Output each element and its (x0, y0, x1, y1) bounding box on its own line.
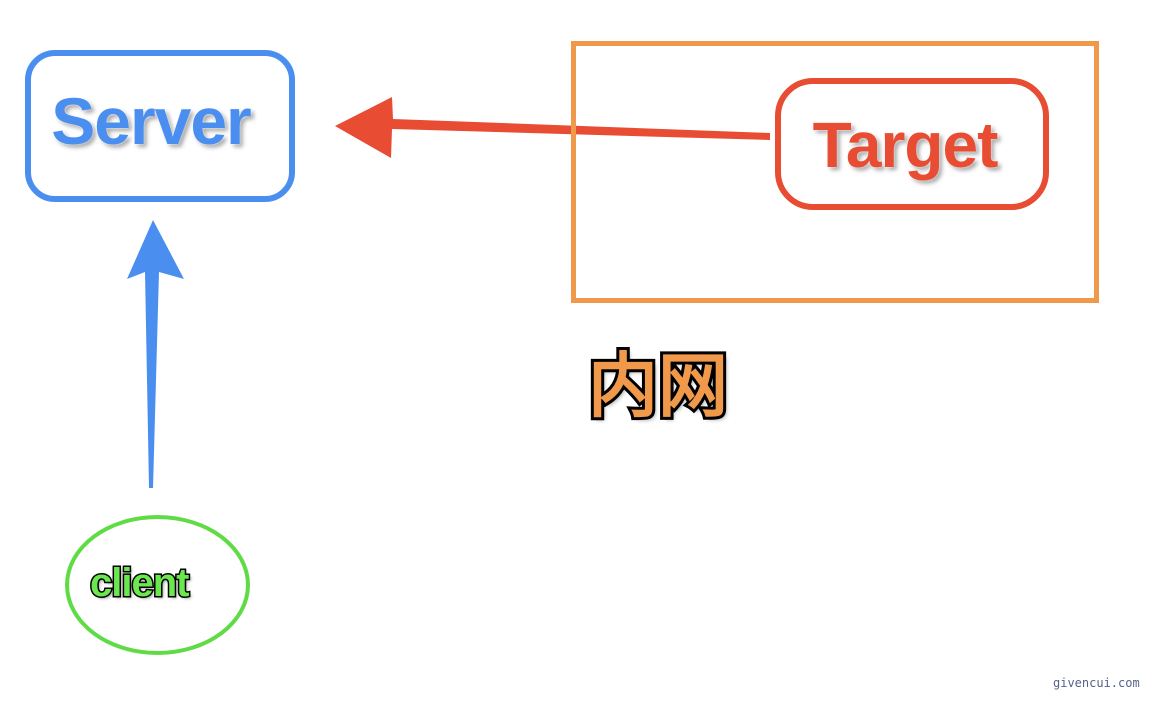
client-label: client (88, 560, 191, 607)
intranet-zone (571, 41, 1099, 303)
edge-client-to-server (127, 220, 184, 488)
client-node (65, 515, 250, 655)
target-node: Target (775, 78, 1049, 210)
server-node: Server (25, 50, 295, 202)
edge-target-to-server (335, 97, 770, 158)
intranet-zone-label: 内网 (585, 342, 731, 430)
watermark-text: givencui.com (1053, 676, 1140, 690)
target-label: Target (812, 109, 999, 181)
server-label: Server (51, 84, 252, 158)
